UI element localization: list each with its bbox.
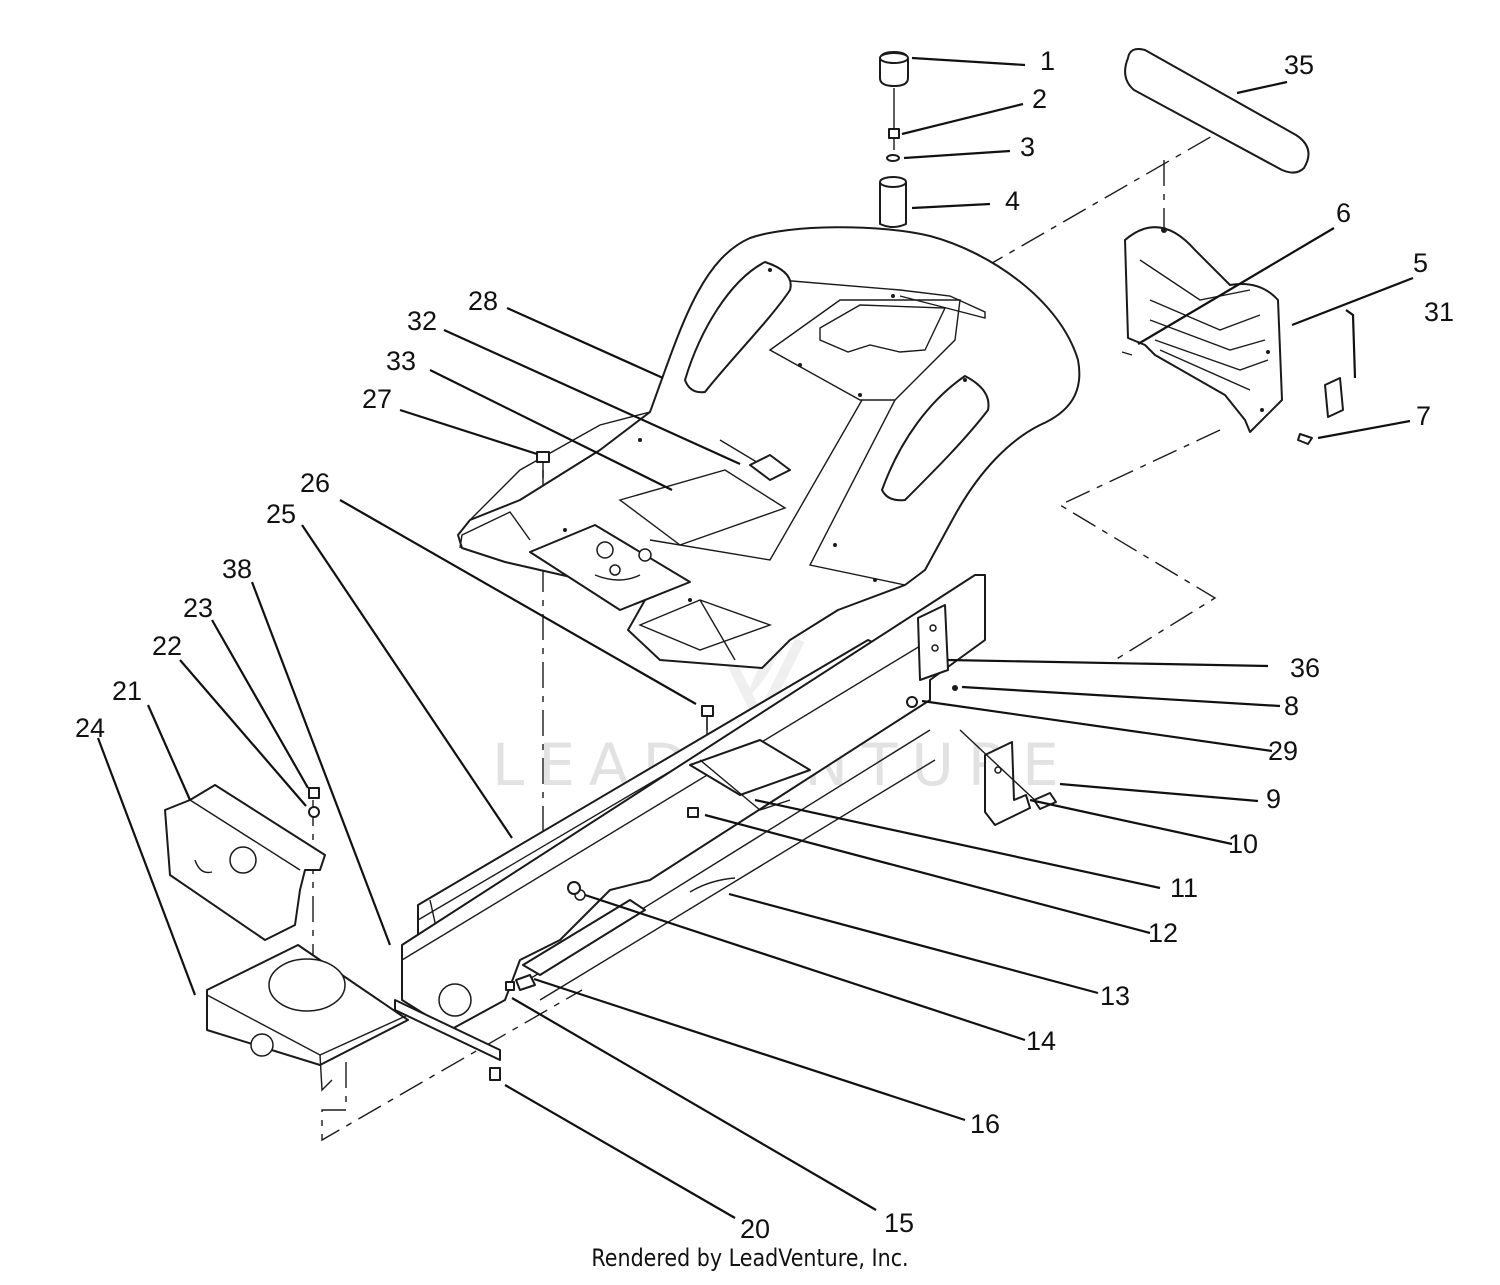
callout-12: 12 (1148, 918, 1178, 948)
callout-25: 25 (266, 499, 296, 529)
callout-28: 28 (468, 286, 498, 316)
part-20-bolt (489, 1067, 501, 1081)
part-13-frame-plate (401, 574, 986, 1031)
callout-3: 3 (1020, 132, 1035, 162)
callout-2: 2 (1032, 84, 1047, 114)
part-7-screw (1297, 433, 1313, 445)
callout-4: 4 (1005, 186, 1020, 216)
callout-1: 1 (1040, 46, 1055, 76)
callout-6: 6 (1336, 198, 1351, 228)
part-29-nut (906, 696, 918, 708)
part-15-screw (505, 981, 515, 991)
callout-36: 36 (1290, 653, 1320, 683)
callout-26: 26 (300, 468, 330, 498)
callout-21: 21 (112, 676, 142, 706)
part-2-screw (888, 128, 900, 150)
part-10-bracket (959, 729, 1041, 826)
callout-labels: 1 2 3 4 5 6 7 8 9 10 11 12 13 14 15 16 2… (75, 46, 1454, 1244)
part-5-rear-bracket (1124, 226, 1283, 433)
part-28-fender (457, 226, 1081, 669)
part-24-mount-plate (206, 944, 409, 1092)
callout-38: 38 (222, 554, 252, 584)
part-36-bracket (917, 604, 949, 681)
callout-5: 5 (1413, 248, 1428, 278)
part-1-knob (879, 51, 909, 87)
part-16-clip (515, 974, 536, 991)
part-14-nut (567, 881, 581, 895)
part-9-bolt (1033, 792, 1057, 810)
callout-16: 16 (970, 1109, 1000, 1139)
leader-lines (96, 56, 1414, 1219)
callout-10: 10 (1228, 829, 1258, 859)
callout-24: 24 (75, 713, 105, 743)
part-35-decal (1124, 48, 1310, 174)
part-3-washer (886, 154, 900, 162)
part-31-label (1324, 377, 1344, 418)
callout-15: 15 (884, 1208, 914, 1238)
part-8-screw (952, 685, 958, 691)
part-6-screw (1121, 351, 1133, 356)
callout-33: 33 (386, 346, 416, 376)
callout-14: 14 (1026, 1026, 1056, 1056)
part-23-screw (308, 787, 320, 799)
callout-35: 35 (1284, 50, 1314, 80)
part-26-bolt (701, 705, 714, 730)
callout-7: 7 (1416, 401, 1431, 431)
part-22-washer (308, 806, 320, 818)
part-38-bracket (394, 999, 501, 1061)
part-12-nut (687, 807, 699, 818)
callout-23: 23 (183, 593, 213, 623)
callout-32: 32 (407, 306, 437, 336)
part-21-heat-shield (164, 784, 326, 941)
callout-8: 8 (1284, 691, 1299, 721)
callout-27: 27 (362, 384, 392, 414)
part-4-spacer (879, 176, 907, 228)
callout-29: 29 (1268, 736, 1298, 766)
part-11-cross-bar (689, 739, 811, 811)
callout-13: 13 (1100, 981, 1130, 1011)
callout-11: 11 (1170, 873, 1198, 903)
callout-31: 31 (1424, 297, 1454, 327)
callout-9: 9 (1266, 784, 1281, 814)
render-credit: Rendered by LeadVenture, Inc. (591, 1244, 909, 1272)
callout-20: 20 (740, 1214, 770, 1244)
part-27-bolt (536, 451, 550, 478)
callout-22: 22 (152, 631, 182, 661)
part-32-decal (749, 454, 791, 481)
